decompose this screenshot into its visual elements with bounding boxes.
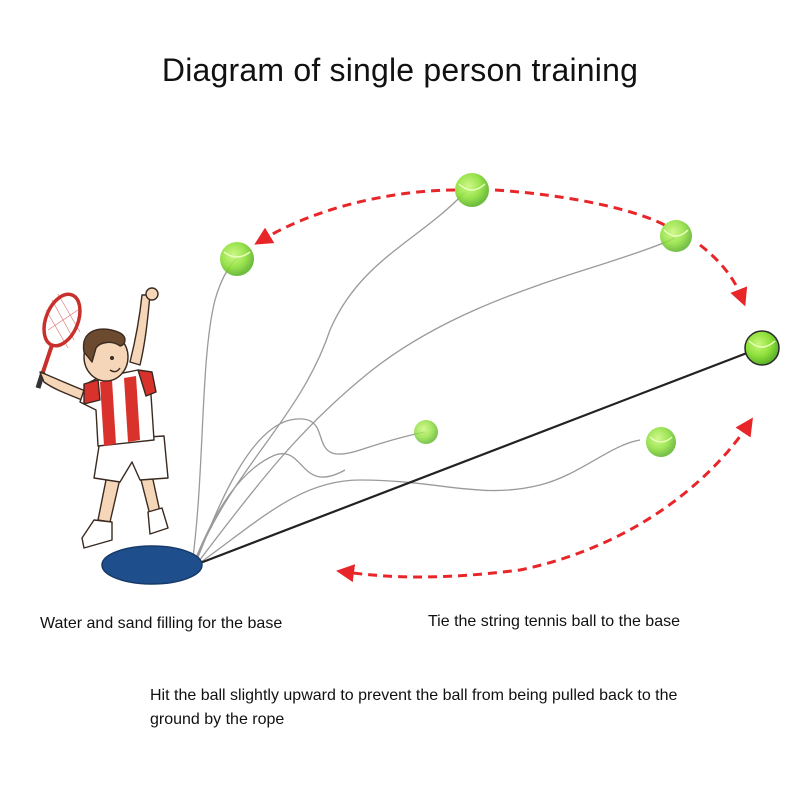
string-line (196, 439, 641, 566)
caption-tie-string: Tie the string tennis ball to the base (428, 613, 680, 630)
string-line (192, 453, 346, 566)
base-disc (101, 545, 203, 585)
motion-arrow (336, 417, 753, 583)
tennis-ball-icon (220, 242, 254, 276)
string-lines (191, 191, 676, 566)
string-line (195, 237, 676, 566)
motion-arrow (699, 243, 748, 307)
tennis-ball-icon (744, 330, 780, 366)
tennis-ball-icon (455, 173, 489, 207)
motion-arrow (254, 188, 456, 245)
motion-arrow (494, 188, 671, 230)
diagram-title: Diagram of single person training (161, 52, 639, 88)
tennis-balls (220, 173, 780, 457)
motion-arrows (254, 188, 753, 583)
tennis-ball-icon (414, 420, 438, 444)
string-line (194, 418, 426, 566)
player-figure (35, 287, 169, 549)
caption-hit-instruction: Hit the ball slightly upward to prevent … (150, 687, 678, 728)
taut-string (194, 346, 761, 567)
tennis-ball-icon (660, 220, 692, 252)
caption-base: Water and sand filling for the base (40, 615, 283, 632)
tennis-racket-icon (35, 292, 82, 389)
tennis-ball-icon (646, 427, 676, 457)
